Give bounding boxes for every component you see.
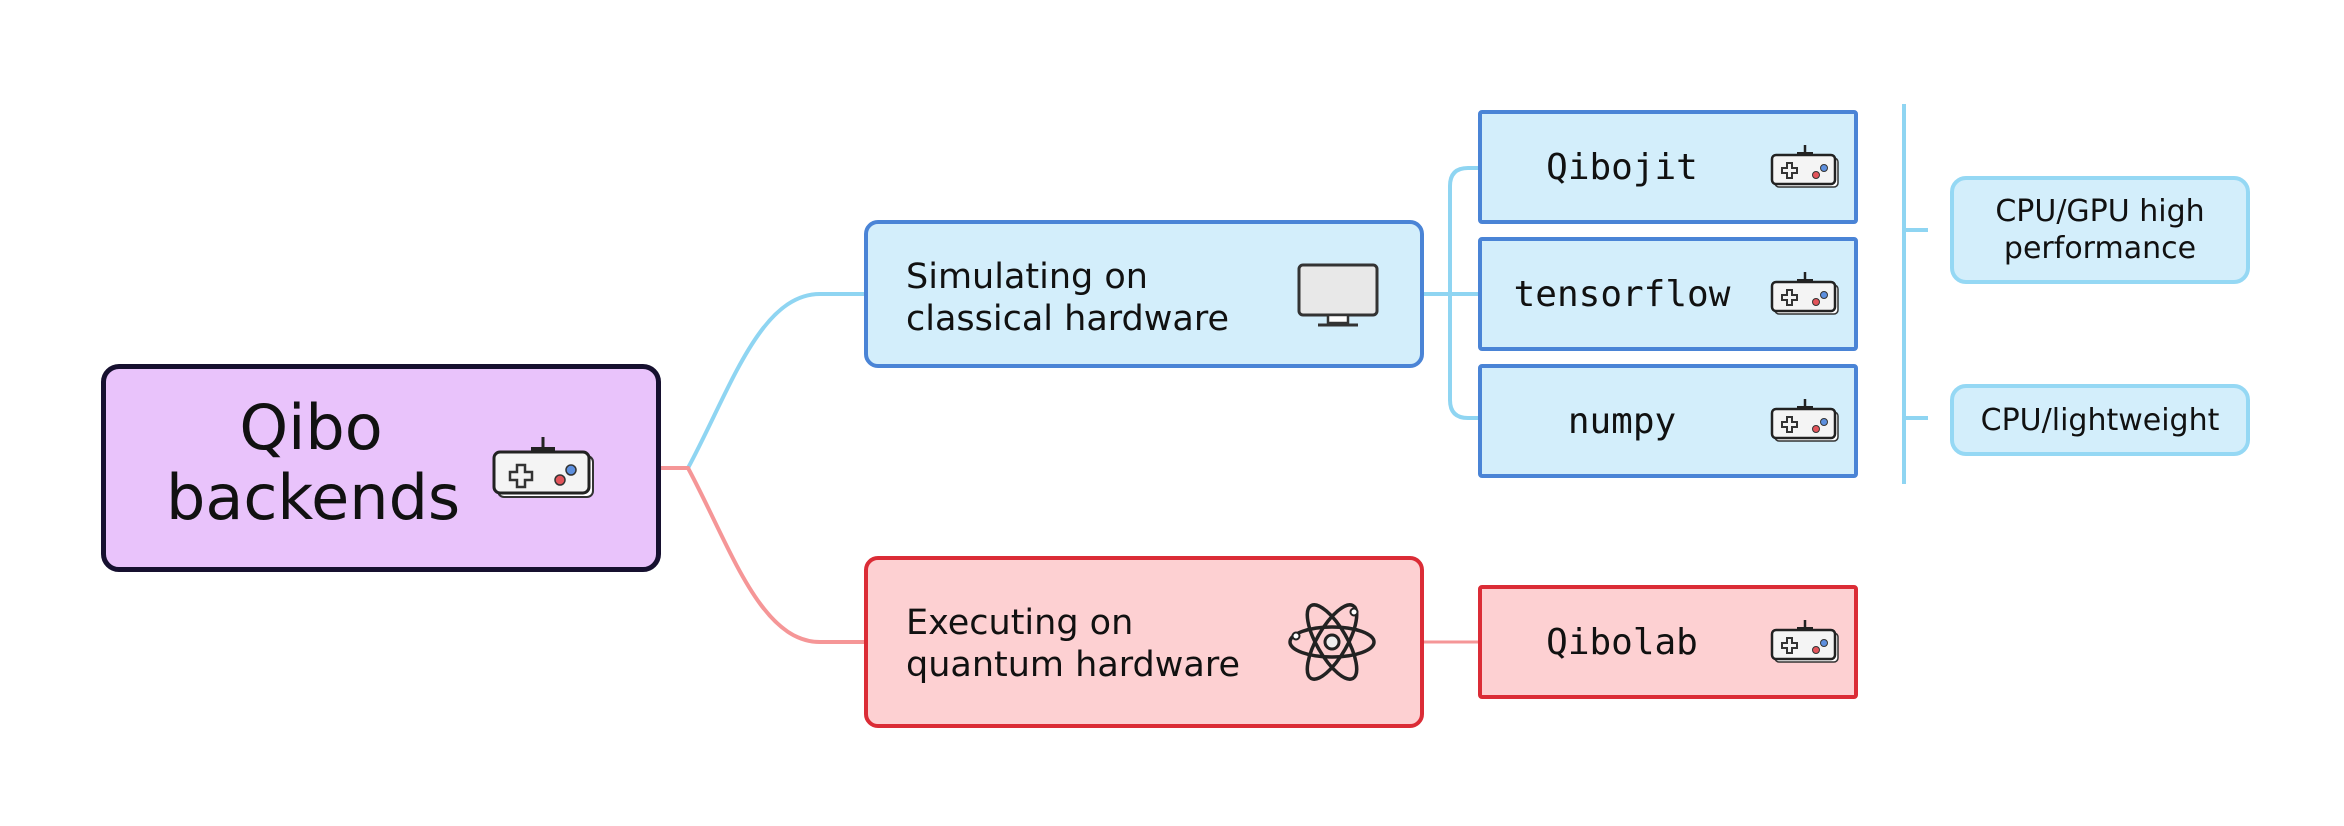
branch-simulating[interactable]: Simulating on classical hardware (864, 220, 1424, 368)
note-cpu-lightweight-text: CPU/lightweight (1980, 402, 2220, 438)
branch-simulating-line1: Simulating on (906, 257, 1148, 297)
leaf-qibolab-label: Qibolab (1546, 622, 1698, 663)
root-title: Qibo backends (166, 391, 461, 534)
branch-executing-label: Executing on quantum hardware (906, 602, 1240, 686)
gamepad-icon (1770, 145, 1839, 188)
branch-simulating-line2: classical hardware (906, 299, 1229, 339)
leaf-tensorflow-label: tensorflow (1513, 274, 1731, 315)
branch-executing-line1: Executing on (906, 603, 1134, 643)
leaf-numpy[interactable]: numpy (1478, 364, 1858, 478)
link-sim-leaves (1424, 166, 1478, 420)
root-title-line1: Qibo (239, 391, 383, 464)
link-root-executing (661, 466, 864, 644)
gamepad-icon (1770, 272, 1839, 315)
notes-bracket (1902, 104, 1928, 484)
leaf-qibojit[interactable]: Qibojit (1478, 110, 1858, 224)
note-cpu-lightweight[interactable]: CPU/lightweight (1950, 384, 2250, 456)
branch-simulating-label: Simulating on classical hardware (906, 256, 1229, 340)
link-root-simulating (661, 292, 864, 470)
gamepad-icon (1770, 620, 1839, 663)
branch-executing[interactable]: Executing on quantum hardware (864, 556, 1424, 728)
gamepad-icon (1770, 399, 1839, 442)
note-cpu-gpu[interactable]: CPU/GPU high performance (1950, 176, 2250, 284)
leaf-qibojit-label: Qibojit (1546, 147, 1698, 188)
note-cpu-gpu-text: CPU/GPU high performance (1995, 193, 2204, 267)
monitor-icon (1297, 263, 1379, 327)
leaf-tensorflow[interactable]: tensorflow (1478, 237, 1858, 351)
gamepad-icon (492, 437, 594, 498)
leaf-numpy-label: numpy (1567, 401, 1677, 442)
root-title-line2: backends (166, 461, 461, 534)
note-cpu-gpu-line1: CPU/GPU high (1995, 194, 2205, 229)
atom-icon (1288, 603, 1376, 681)
note-cpu-gpu-line2: performance (2003, 231, 2197, 266)
leaf-qibolab[interactable]: Qibolab (1478, 585, 1858, 699)
branch-executing-line2: quantum hardware (906, 645, 1241, 685)
root-node[interactable]: Qibo backends (101, 364, 661, 572)
